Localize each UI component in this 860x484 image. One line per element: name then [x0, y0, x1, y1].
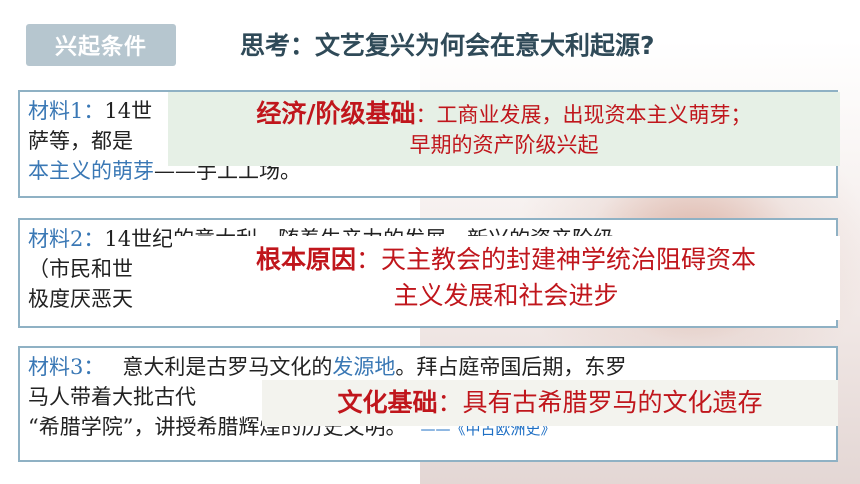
material-text: 。拜占庭帝国后期，东罗	[395, 355, 627, 379]
conclusion-text: ：具有古希腊罗马的文化遗存	[437, 388, 763, 417]
material-label: 材料1：	[28, 99, 105, 123]
conclusion-text: ：工商业发展，出现资本主义萌芽；	[415, 102, 752, 127]
conclusion-cultural-basis: 文化基础：具有古希腊罗马的文化遗存	[262, 380, 838, 426]
material-text: （市民和世	[28, 257, 133, 281]
material-text: 马人带着大批古代	[28, 385, 196, 409]
conclusion-root-cause: 根本原因：天主教会的封建神学统治阻碍资本 主义发展和社会进步	[172, 236, 840, 320]
material-highlight: 发源地	[332, 355, 396, 379]
section-tag: 兴起条件	[26, 24, 176, 66]
conclusion-heading: 经济/阶级基础	[256, 98, 416, 128]
material-label: 材料3：	[28, 355, 105, 379]
material-text: 萨等，都是	[28, 129, 133, 153]
conclusion-text: ：天主教会的封建神学统治阻碍资本	[356, 245, 757, 274]
material-text: 极度厌恶天	[28, 287, 133, 311]
material-text: 意大利是古罗马文化的	[122, 355, 333, 379]
conclusion-text: 早期的资产阶级兴起	[409, 132, 599, 157]
page-title: 思考：文艺复兴为何会在意大利起源?	[240, 31, 655, 60]
conclusion-heading: 根本原因	[255, 245, 356, 274]
material-text: 14世	[104, 99, 153, 123]
conclusion-economic-basis: 经济/阶级基础：工商业发展，出现资本主义萌芽； 早期的资产阶级兴起	[168, 92, 840, 166]
material-highlight: 本主义的萌芽	[28, 159, 154, 183]
material-label: 材料2：	[28, 227, 105, 251]
conclusion-text: 主义发展和社会进步	[393, 281, 619, 310]
conclusion-heading: 文化基础	[337, 388, 438, 417]
